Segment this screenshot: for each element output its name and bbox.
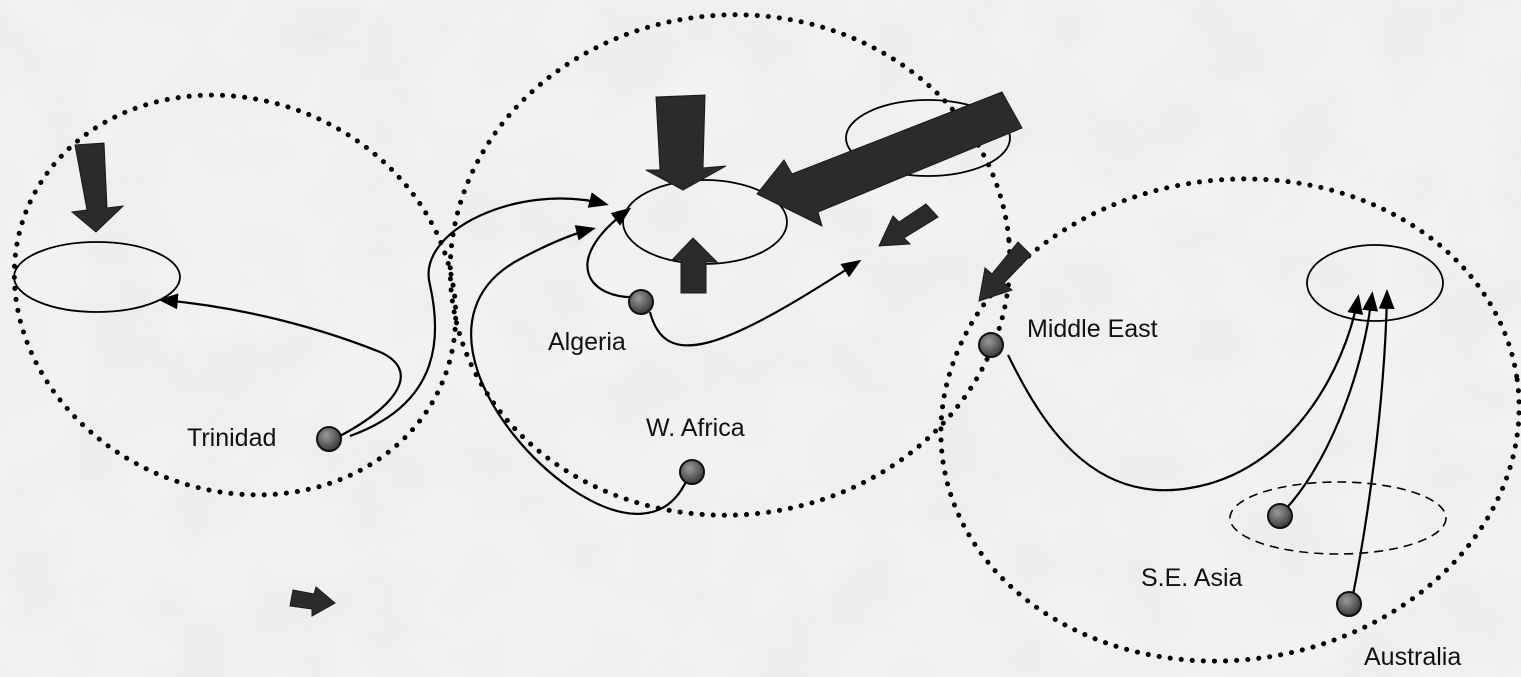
middle-east-to-japan-route [1007,294,1363,492]
japan-korea-market [1306,244,1444,322]
middle-east-source-dot-icon [978,332,1004,358]
label-algeria: Algeria [548,328,626,356]
algeria-source-dot-icon [628,289,654,315]
se-asia-source-dot-icon [1267,503,1293,529]
australia-source-dot-icon [1336,591,1362,617]
import-flow-arrow-icon [645,94,727,191]
se-asia-to-japan-route [1280,291,1379,515]
w-africa-source-dot-icon [679,459,705,485]
label-middle-east: Middle East [1027,315,1158,343]
algeria-to-europe-route [586,207,639,299]
label-trinidad: Trinidad [187,424,277,452]
eastern-europe-market [845,99,1011,177]
trinidad-to-europe-route [349,192,609,438]
north-america-market [13,241,181,313]
import-flow-arrow-icon [878,203,939,247]
west-africa-to-europe-route [470,225,692,515]
import-flow-arrow-icon [670,237,719,294]
algeria-to-southern-europe-route [648,259,862,347]
australia-to-japan-route [1350,289,1395,601]
se-asia-subregion-boundary [1229,481,1447,555]
label-w-africa: W. Africa [646,414,745,442]
trinidad-to-north-america-route [158,293,402,437]
import-flow-arrow-icon [978,241,1032,302]
import-flow-arrow-icon [70,142,125,233]
import-flow-arrow-icon [289,586,336,617]
mediterranean-region-boundary [447,12,1013,518]
trinidad-source-dot-icon [316,426,342,452]
label-australia: Australia [1364,643,1462,671]
import-flow-arrow-icon [756,91,1023,227]
atlantic-region-boundary [11,92,459,498]
label-se-asia: S.E. Asia [1141,564,1243,592]
asia-pacific-region-boundary [938,176,1521,664]
